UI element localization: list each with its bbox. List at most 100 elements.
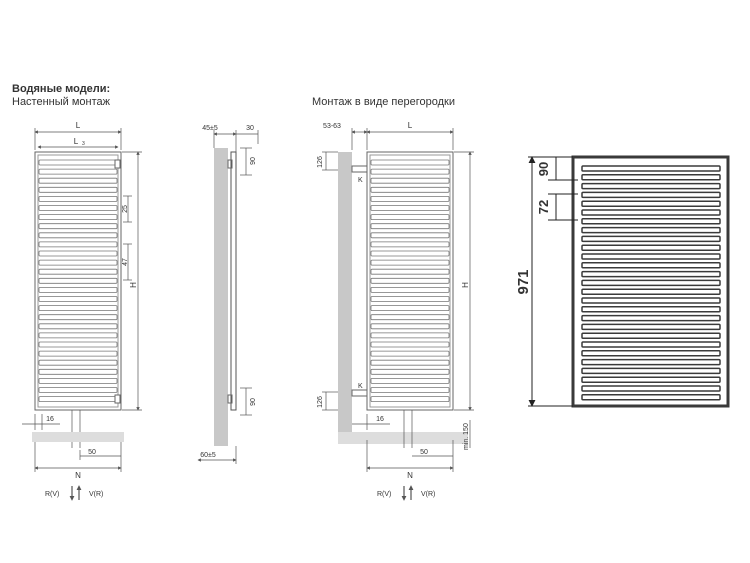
radiator-bar <box>38 223 118 230</box>
radiator-bar <box>38 241 118 248</box>
water-models-heading: Водяные модели: <box>12 83 111 95</box>
radiator-bar <box>38 314 118 321</box>
side-view: 45±5 30 90 90 60±5 <box>197 125 259 464</box>
radiator-bar <box>581 262 721 269</box>
partition-label-N: N <box>407 471 413 480</box>
radiator-bar <box>581 174 721 181</box>
radiator-bar <box>581 358 721 366</box>
radiator-bar <box>38 168 118 175</box>
radiator-bar <box>38 277 118 284</box>
radiator-bar <box>581 182 721 190</box>
radiator-bar <box>370 396 450 403</box>
radiator-bar <box>38 250 118 257</box>
partition-label-k-top: K <box>358 177 363 184</box>
side-label-45: 45±5 <box>202 125 218 132</box>
radiator-bar <box>370 186 450 193</box>
elevation-view-971: 90 72 971 <box>515 155 730 408</box>
radiator-bar <box>38 186 118 193</box>
radiator-bar <box>581 306 721 313</box>
radiator-bar <box>581 385 721 392</box>
partition-label-rv: R(V) <box>377 491 391 498</box>
radiator-bar <box>581 288 721 295</box>
radiator-bar <box>370 350 450 357</box>
front-label-L3: L <box>74 137 79 146</box>
radiator-bar <box>370 296 450 302</box>
front-label-16: 16 <box>46 416 54 423</box>
radiator-bar <box>581 323 721 331</box>
radiator-bar <box>581 332 721 339</box>
partition-view: 53-63 L H 126 126 K K 16 N 50 min. 150 R… <box>317 121 474 501</box>
radiator-bar <box>370 387 450 393</box>
radiator-bar <box>370 159 450 166</box>
radiator-bar <box>370 214 450 221</box>
radiator-bar <box>581 244 721 251</box>
side-label-30: 30 <box>246 125 254 132</box>
radiator-bar <box>38 368 118 375</box>
radiator-bar <box>38 305 118 312</box>
front-label-rv: R(V) <box>45 491 59 498</box>
radiator-bar <box>370 368 450 375</box>
radiator-bar <box>38 259 118 266</box>
radiator-bar <box>581 350 721 357</box>
radiator-bar <box>38 177 118 184</box>
front-view-wall-mount: L L 3 H 25 47 16 N 50 R(V) V(R) <box>22 121 142 501</box>
partition-mount-heading: Монтаж в виде перегородки <box>312 96 455 108</box>
side-label-90-top: 90 <box>250 157 257 165</box>
radiator-bar <box>581 279 721 287</box>
radiator-bar <box>581 235 721 243</box>
front-label-L: L <box>76 121 81 130</box>
wall-mount-heading: Настенный монтаж <box>12 96 110 108</box>
radiator-bar <box>38 387 118 393</box>
radiator-bar <box>38 396 118 403</box>
radiator-bar <box>581 270 721 278</box>
radiator-bar <box>370 268 450 275</box>
radiator-bar <box>370 314 450 321</box>
radiator-bar <box>370 177 450 184</box>
radiator-bar <box>370 168 450 175</box>
radiator-bar <box>370 223 450 230</box>
radiator-bar <box>38 296 118 302</box>
radiator-bar <box>370 241 450 248</box>
radiator-bar <box>581 297 721 304</box>
radiator-bar <box>370 277 450 284</box>
radiator-bar <box>38 341 118 348</box>
radiator-bar <box>38 268 118 275</box>
radiator-bar <box>581 253 721 260</box>
radiator-bar <box>581 367 721 375</box>
partition-label-126-bottom: 126 <box>317 396 324 408</box>
radiator-bar <box>370 232 450 239</box>
radiator-bar <box>581 314 721 322</box>
front-label-vr: V(R) <box>89 491 103 498</box>
radiator-bar <box>38 205 118 211</box>
radiator-bar <box>581 191 721 199</box>
partition-label-min150: min. 150 <box>463 423 470 450</box>
front-label-25: 25 <box>122 205 129 213</box>
partition-label-L: L <box>408 121 413 130</box>
radiator-bar <box>38 359 118 366</box>
side-label-60: 60±5 <box>200 452 216 459</box>
partition-label-vr: V(R) <box>421 491 435 498</box>
radiator-bar <box>370 377 450 384</box>
partition-label-50: 50 <box>420 449 428 456</box>
radiator-bar <box>370 286 450 293</box>
radiator-bar <box>581 226 721 234</box>
front-label-47: 47 <box>122 258 129 266</box>
radiator-bar <box>370 359 450 366</box>
radiator-bar <box>581 200 721 207</box>
radiator-bar <box>370 205 450 211</box>
elevation-label-971: 971 <box>515 269 532 294</box>
radiator-bar <box>370 323 450 330</box>
partition-label-k-bottom: K <box>358 383 363 390</box>
front-radiator-bars <box>38 159 118 403</box>
elevation-label-90: 90 <box>536 162 551 176</box>
radiator-bar <box>581 394 721 401</box>
side-wall <box>214 148 228 446</box>
front-label-H: H <box>129 282 138 288</box>
front-label-N: N <box>75 471 81 480</box>
elevation-label-72: 72 <box>536 200 551 214</box>
radiator-bar <box>581 376 721 383</box>
radiator-bar <box>38 232 118 239</box>
radiator-bar <box>370 305 450 312</box>
radiator-bar <box>370 195 450 202</box>
